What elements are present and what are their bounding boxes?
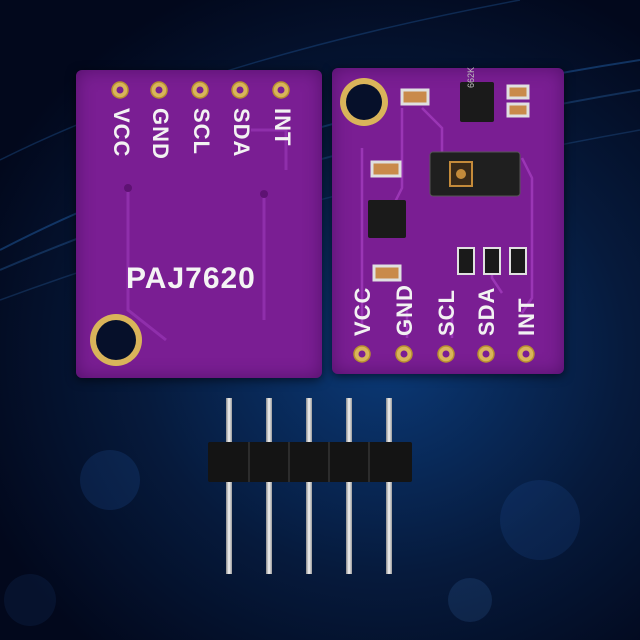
sensor-board-back: VCC GND SCL SDA INT	[76, 70, 322, 378]
pin-label-int: INT	[270, 108, 295, 147]
pin-header	[208, 398, 412, 574]
pin-label-vcc-front: VCC	[350, 286, 375, 336]
pin-label-sda: SDA	[229, 108, 254, 158]
sensor-board-front: 662K VCC GND SCL SDA INT	[332, 66, 564, 374]
pin-label-gnd: GND	[148, 108, 173, 160]
pin-label-vcc: VCC	[109, 108, 134, 158]
chip-name-label: PAJ7620	[126, 262, 256, 295]
pin-label-gnd-front: GND	[392, 284, 417, 336]
board-front-graphics	[340, 78, 535, 363]
pin-label-int-front: INT	[514, 297, 539, 336]
ic-marking: 662K	[466, 66, 476, 88]
board-back-graphics	[90, 81, 290, 366]
pin-label-sda-front: SDA	[474, 286, 499, 336]
pin-label-scl: SCL	[189, 108, 214, 155]
pin-label-scl-front: SCL	[434, 289, 459, 336]
